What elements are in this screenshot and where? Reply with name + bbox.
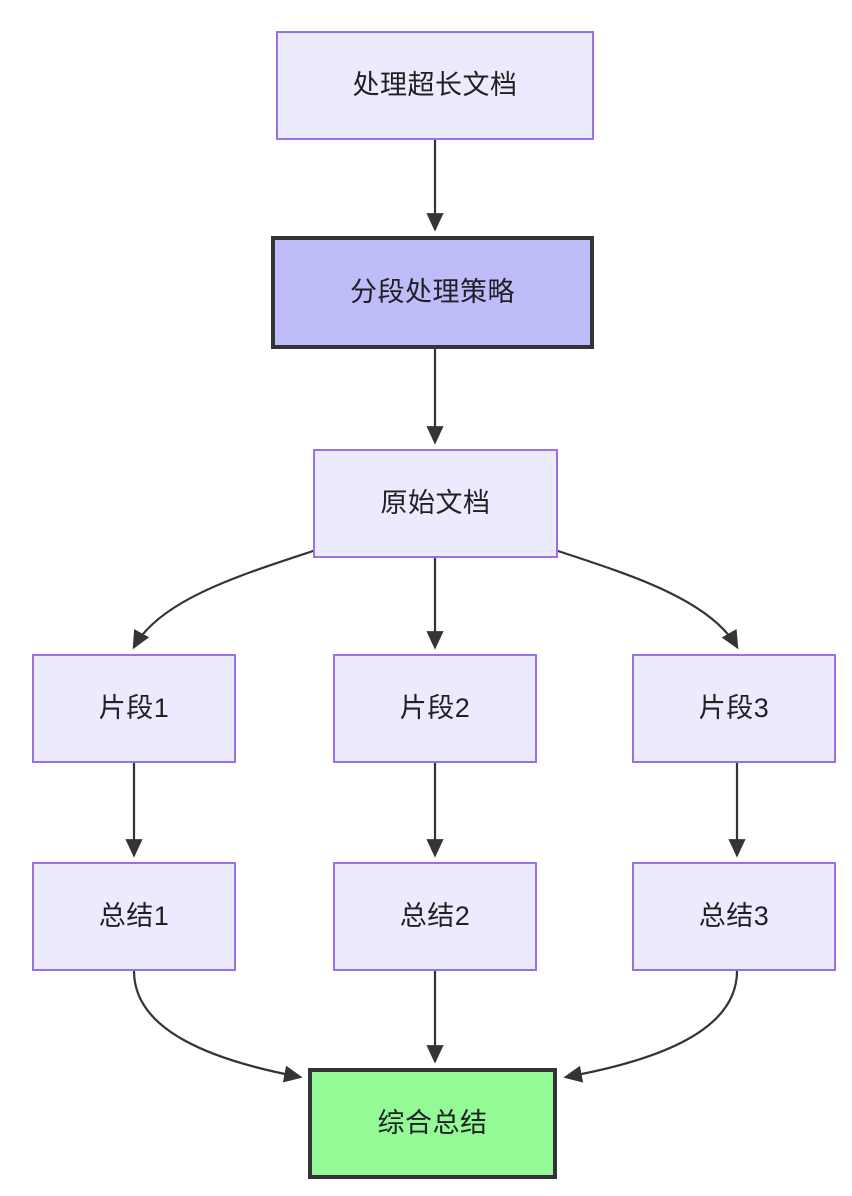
flow-node-sum3[interactable]: 总结3: [632, 862, 836, 971]
flow-node-label: 片段2: [399, 693, 471, 724]
flow-node-label: 总结1: [98, 901, 170, 932]
flow-node-doc[interactable]: 处理超长文档: [276, 31, 594, 140]
flow-node-frag3[interactable]: 片段3: [632, 654, 836, 763]
flow-node-strategy[interactable]: 分段处理策略: [271, 236, 594, 349]
flow-node-label: 总结2: [399, 901, 471, 932]
flow-node-frag1[interactable]: 片段1: [32, 654, 236, 763]
flow-node-label: 综合总结: [377, 1108, 488, 1139]
flow-edge-sum1-to-final: [132, 969, 303, 1083]
flow-edge-source-to-frag1: [132, 549, 315, 650]
flow-node-label: 分段处理策略: [350, 277, 515, 308]
flow-node-sum1[interactable]: 总结1: [32, 862, 236, 971]
flow-node-label: 原始文档: [380, 488, 491, 519]
flow-node-sum2[interactable]: 总结2: [333, 862, 537, 971]
flow-node-source[interactable]: 原始文档: [313, 449, 558, 558]
flow-edge-sum3-to-final: [563, 969, 739, 1083]
flow-node-label: 处理超长文档: [352, 70, 518, 101]
flow-node-label: 片段3: [698, 693, 770, 724]
flow-node-label: 总结3: [698, 901, 770, 932]
flow-node-label: 片段1: [98, 693, 170, 724]
flow-edge-source-to-frag3: [556, 549, 739, 650]
flow-node-final[interactable]: 综合总结: [308, 1068, 557, 1179]
flow-node-frag2[interactable]: 片段2: [333, 654, 537, 763]
